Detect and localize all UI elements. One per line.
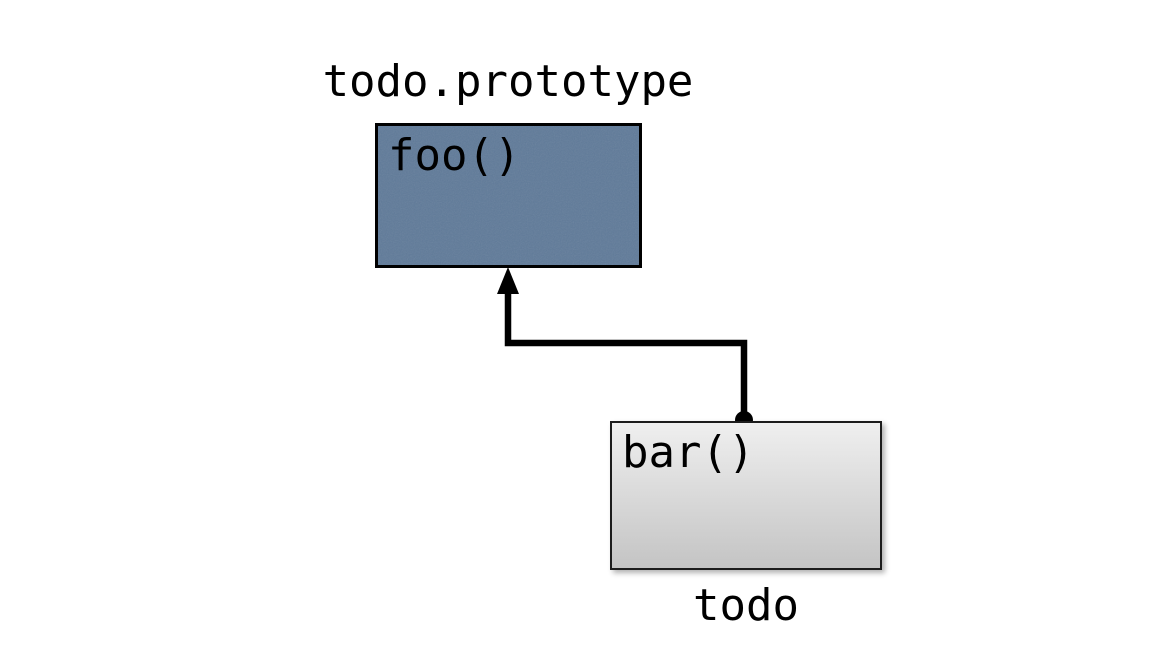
instance-method-label: bar() [622, 427, 755, 478]
instance-box: bar() [610, 421, 882, 570]
arrowhead-icon [497, 267, 519, 294]
prototype-box: foo() [375, 123, 642, 268]
instance-box-caption: todo [693, 580, 799, 631]
prototype-box-title: todo.prototype [322, 56, 694, 107]
prototype-method-label: foo() [388, 130, 521, 181]
connector-line [504, 291, 748, 420]
